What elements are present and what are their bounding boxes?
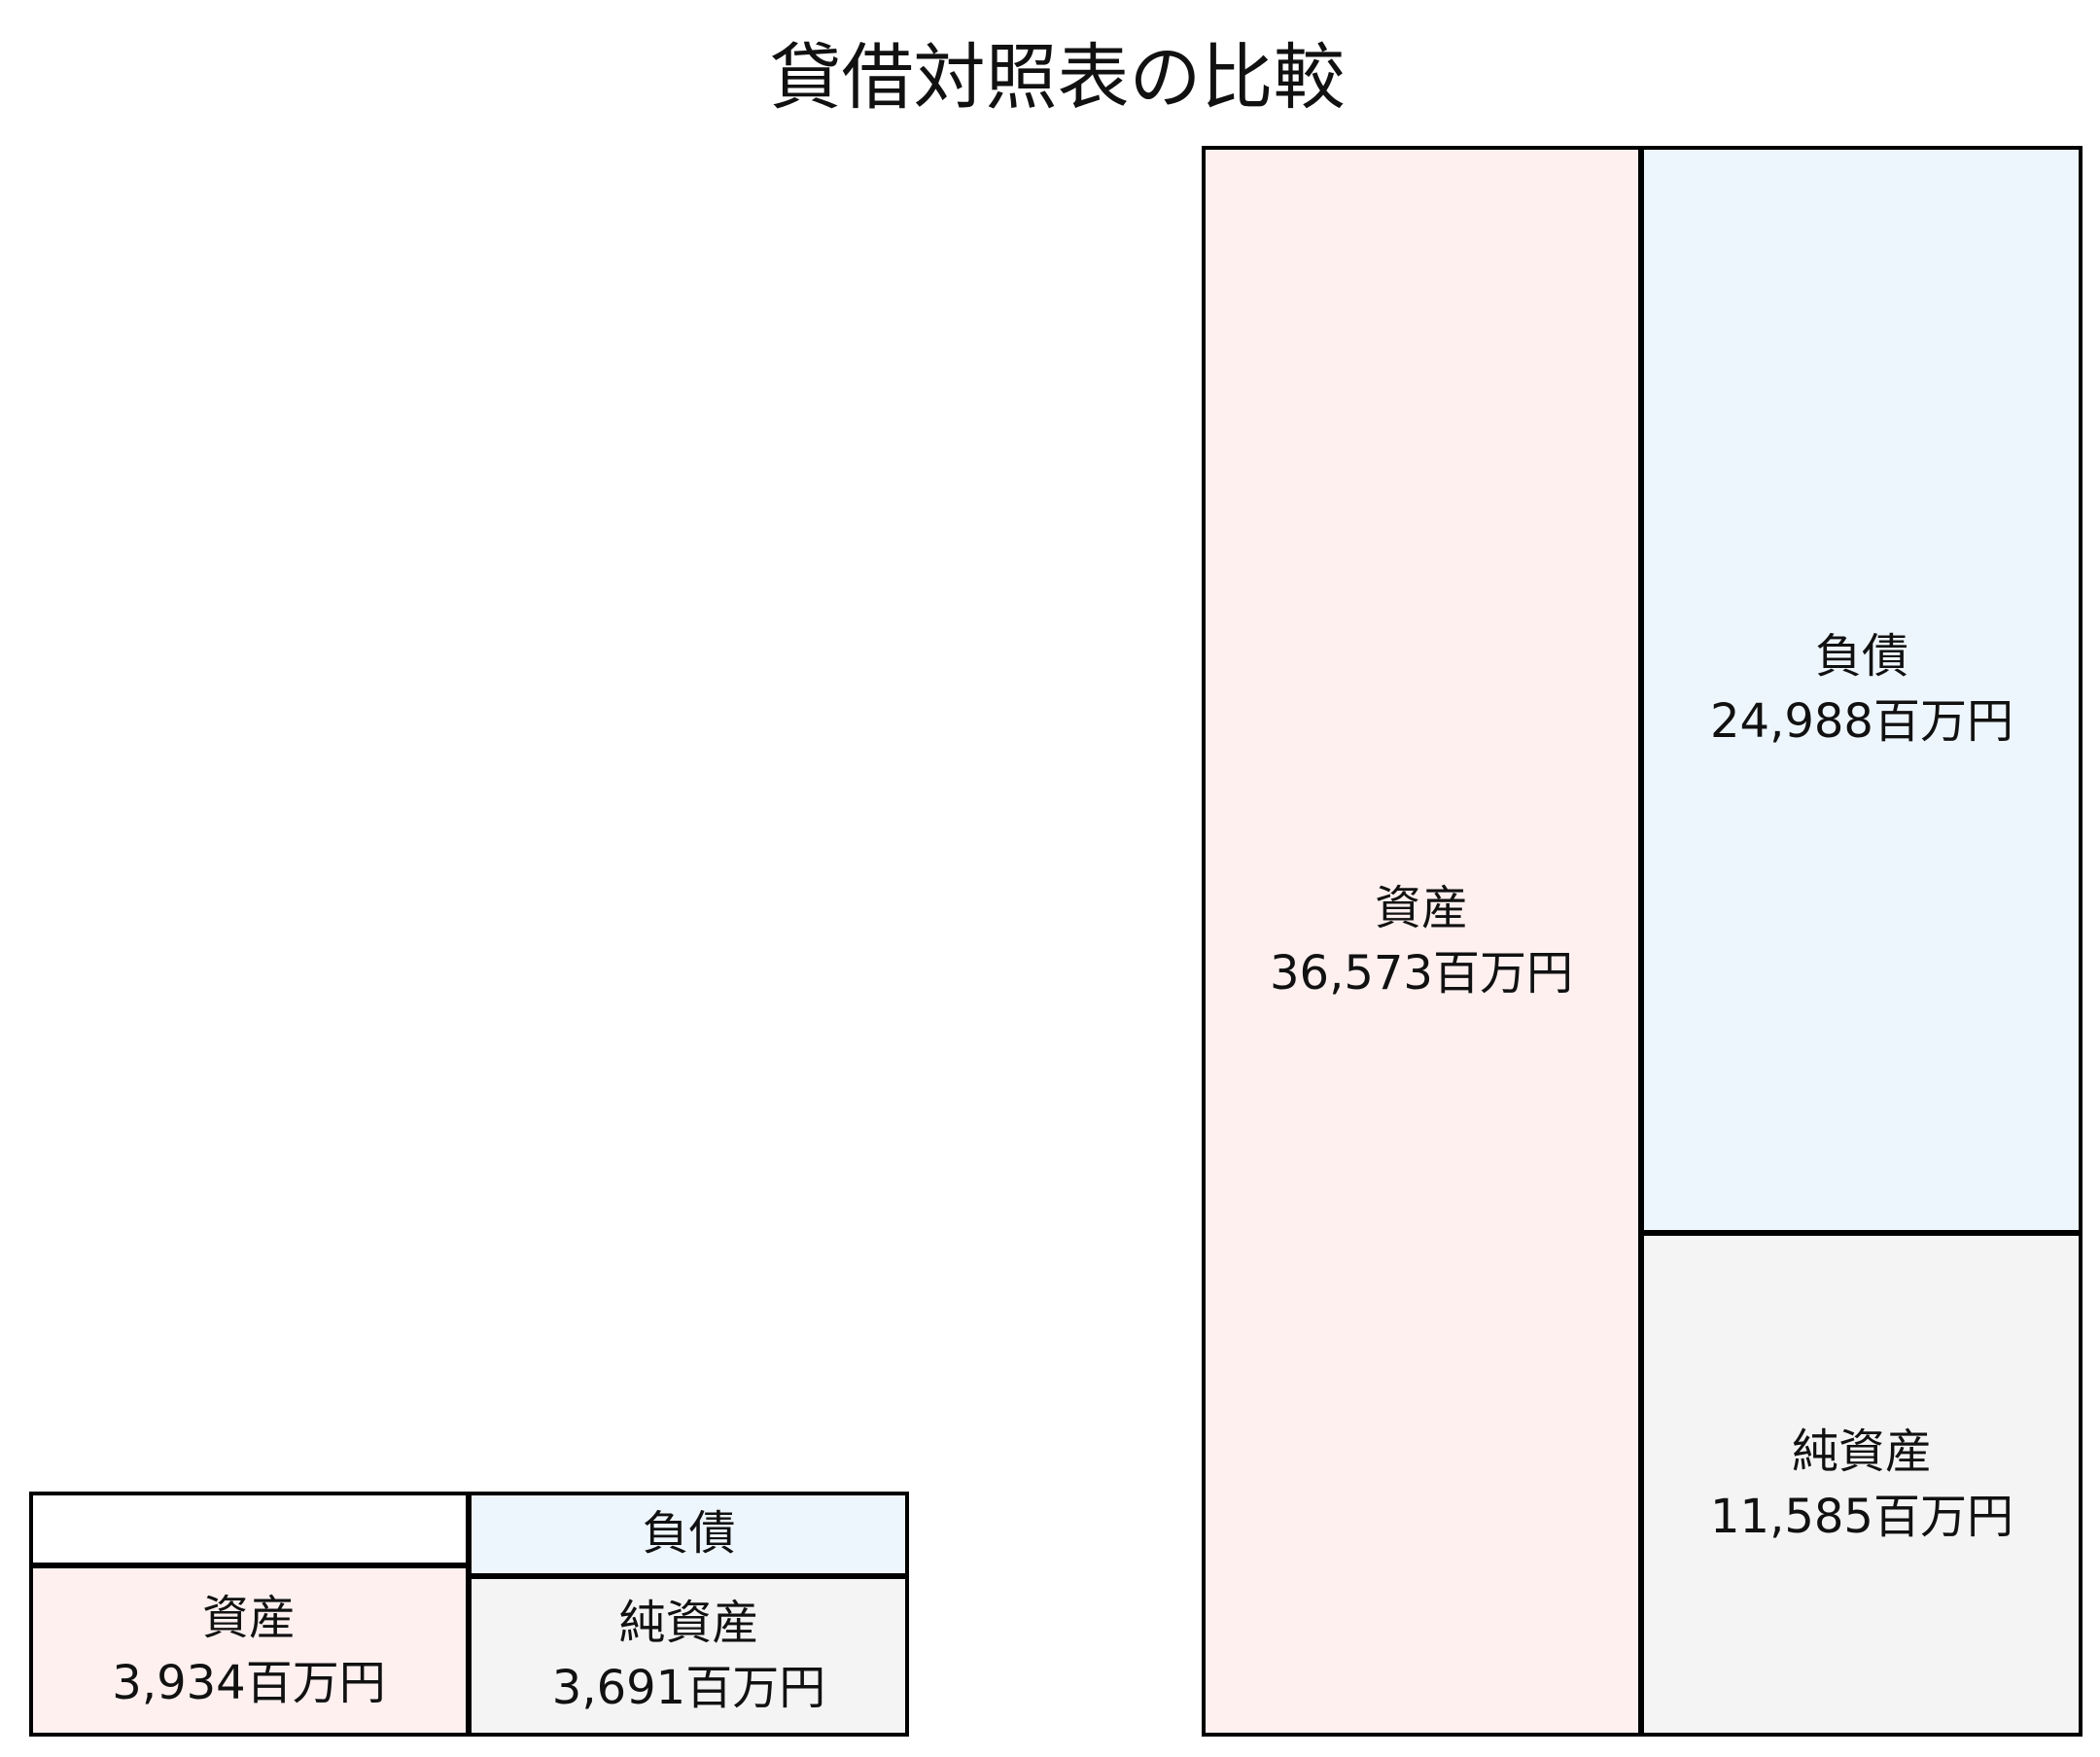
assets-block: 資産 36,573百万円 [1202,146,1641,1737]
liabilities-block: 負債 [469,1491,909,1576]
net-assets-block: 純資産 11,585百万円 [1641,1232,2082,1737]
net-assets-block-label: 純資産 [1791,1423,1932,1479]
liabilities-block: 負債 24,988百万円 [1641,146,2082,1233]
net-assets-block: 純資産 3,691百万円 [469,1575,909,1737]
assets-block-label: 資産 [201,1590,296,1645]
assets-block-value: 3,934百万円 [112,1656,386,1710]
assets-block-label: 資産 [1374,880,1468,935]
net-assets-block-label: 純資産 [618,1596,759,1651]
empty-area [29,1491,469,1566]
net-assets-block-value: 3,691百万円 [551,1661,826,1716]
assets-block-value: 36,573百万円 [1270,946,1573,1001]
net-assets-block-value: 11,585百万円 [1710,1489,2013,1544]
liabilities-block-label: 負債 [1814,628,1908,684]
liabilities-block-value: 24,988百万円 [1710,693,2013,749]
assets-block: 資産 3,934百万円 [29,1565,469,1737]
liabilities-block-label: 負債 [642,1505,736,1561]
chart-title: 貸借対照表の比較 [769,36,1346,120]
